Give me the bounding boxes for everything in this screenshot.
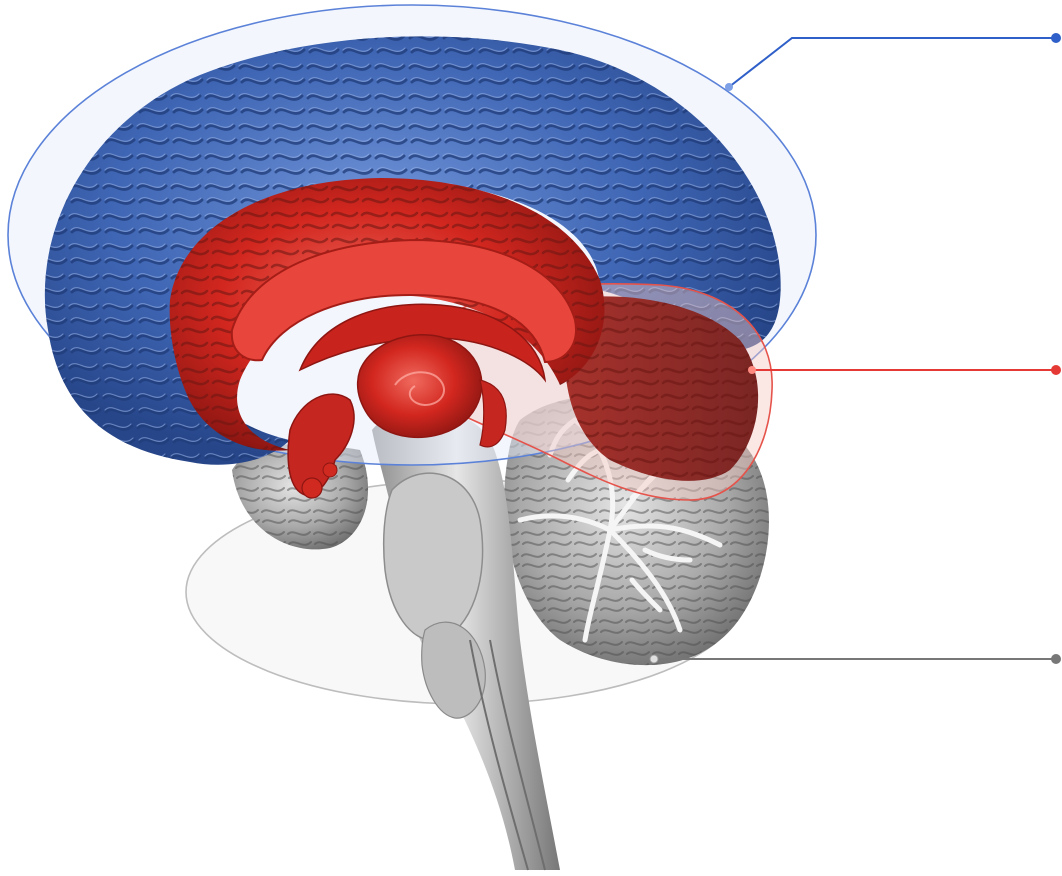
callout-hindbrain-end-dot (1051, 654, 1061, 664)
callout-hindbrain (650, 654, 1061, 664)
pons (384, 473, 483, 640)
callout-limbic-anchor-dot (748, 366, 756, 374)
callout-limbic-end-dot (1051, 365, 1061, 375)
callout-hindbrain-anchor-dot (650, 655, 658, 663)
callout-cerebrum-anchor-dot (725, 83, 733, 91)
callout-cerebrum-end-dot (1051, 33, 1061, 43)
mammillary-body (302, 478, 322, 498)
callout-cerebrum-line (729, 38, 1056, 87)
thalamus (358, 335, 482, 438)
pituitary-gland (323, 463, 337, 477)
callout-limbic (748, 365, 1061, 375)
callout-cerebrum (725, 33, 1061, 91)
